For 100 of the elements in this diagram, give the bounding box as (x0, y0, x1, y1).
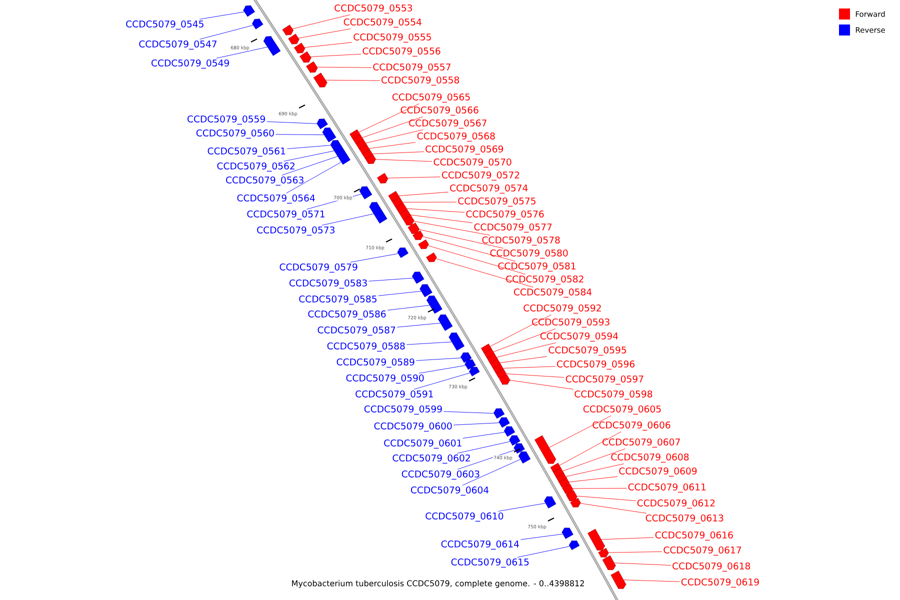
gene-label: CCDC5079_0611 (628, 483, 706, 493)
leader-line (325, 80, 380, 81)
gene-label: CCDC5079_0553 (334, 4, 412, 14)
gene-glyph (392, 197, 404, 208)
gene-label: CCDC5079_0576 (466, 210, 544, 220)
gene-label: CCDC5079_0598 (574, 390, 652, 400)
gene-glyph (598, 548, 609, 558)
gene-label: CCDC5079_0578 (482, 236, 560, 246)
gene-label: CCDC5079_0547 (139, 40, 216, 50)
leader-line (453, 422, 500, 426)
gene-label: CCDC5079_0554 (344, 18, 422, 28)
leader-line (306, 194, 362, 210)
gene-label: CCDC5079_0593 (532, 318, 610, 328)
gene-label: CCDC5079_0582 (506, 275, 584, 285)
gene-label: CCDC5079_0596 (557, 360, 635, 370)
leader-line (406, 208, 465, 213)
gene-label: CCDC5079_0577 (474, 223, 552, 233)
gene-glyph (498, 417, 510, 428)
gene-glyph (388, 191, 400, 202)
gene-label: CCDC5079_0561 (208, 147, 286, 157)
leader-line (310, 54, 362, 57)
gene-label: CCDC5079_0601 (384, 439, 462, 449)
gene-glyph (313, 72, 328, 88)
gene-label: CCDC5079_0575 (458, 197, 536, 207)
gene-label: CCDC5079_0599 (364, 405, 442, 415)
gene-glyph (408, 222, 420, 234)
gene-label: CCDC5079_0605 (583, 405, 661, 415)
leader-line (614, 562, 672, 566)
leader-line (510, 380, 574, 390)
gene-glyph (397, 248, 408, 258)
gene-label: CCDC5079_0615 (451, 558, 529, 568)
leader-line (369, 142, 416, 149)
gene-glyph (316, 118, 328, 130)
leader-line (462, 459, 521, 486)
leader-line (350, 253, 398, 262)
leader-line (498, 503, 546, 512)
gene-glyph (396, 203, 407, 214)
gene-label: CCDC5079_0616 (655, 531, 733, 541)
leader-line (284, 150, 334, 162)
leader-line (398, 192, 449, 196)
gene-glyph (322, 128, 336, 142)
gene-label: CCDC5079_0610 (426, 512, 504, 522)
gene-glyph (412, 272, 424, 284)
gene-label: CCDC5079_0583 (290, 279, 367, 289)
gene-glyph (426, 296, 442, 314)
gene-glyph (562, 528, 574, 539)
gene-label: CCDC5079_0570 (434, 158, 512, 168)
leader-line (292, 14, 350, 30)
leader-line (578, 496, 636, 501)
gene-label: CCDC5079_0592 (524, 304, 601, 314)
leader-line (406, 342, 452, 345)
leader-line (322, 214, 374, 226)
gene-label: CCDC5079_0572 (442, 171, 520, 181)
gene-glyph (544, 496, 556, 508)
gene-glyph (294, 42, 306, 54)
gene-glyph (306, 61, 318, 73)
leader-line (419, 229, 504, 248)
gene-label: CCDC5079_0613 (646, 514, 724, 524)
gene-glyph (566, 490, 578, 502)
caption: Mycobacterium tuberculosis CCDC5079, complete genome. - 0..4398812 (290, 578, 586, 590)
leader-line (458, 450, 516, 470)
gene-glyph (420, 284, 432, 298)
leader-line (418, 365, 466, 374)
leader-line (266, 121, 317, 124)
leader-line (506, 374, 564, 378)
gene-label: CCDC5079_0555 (354, 33, 431, 43)
gene-label: CCDC5079_0558 (382, 76, 460, 86)
leader-line (414, 220, 490, 236)
gene-label: CCDC5079_0557 (373, 63, 450, 73)
gene-label: CCDC5079_0588 (327, 342, 405, 352)
leader-line (428, 245, 526, 274)
gene-label: CCDC5079_0590 (346, 374, 424, 384)
leader-line (601, 537, 654, 540)
gene-glyph (518, 451, 531, 464)
gene-label: CCDC5079_0585 (299, 295, 376, 305)
leader-line (378, 291, 422, 296)
gene-glyph (359, 186, 372, 200)
gene-label: CCDC5079_0569 (426, 145, 504, 155)
gene-glyph (568, 540, 580, 550)
gene-glyph (418, 239, 429, 250)
gene-label: CCDC5079_0609 (619, 467, 697, 477)
gene-glyph (340, 155, 350, 165)
gene-label: CCDC5079_0574 (450, 184, 528, 194)
leader-line (580, 503, 647, 514)
leader-line (572, 488, 627, 489)
gene-label: CCDC5079_0618 (672, 562, 750, 572)
leader-line (520, 534, 563, 540)
gene-glyph (365, 154, 376, 164)
gene-label: CCDC5079_0600 (374, 422, 452, 432)
gene-glyph (509, 435, 520, 446)
gene-glyph (369, 202, 388, 224)
gene-label: CCDC5079_0573 (257, 226, 334, 236)
gene-glyph (426, 252, 437, 262)
leader-line (368, 278, 414, 282)
gene-label: CCDC5079_0591 (356, 390, 433, 400)
gene-label: CCDC5079_0549 (152, 59, 229, 69)
gene-label: CCDC5079_0595 (548, 346, 626, 356)
gene-label: CCDC5079_0604 (411, 486, 489, 496)
leader-line (462, 432, 505, 438)
leader-line (500, 356, 548, 363)
